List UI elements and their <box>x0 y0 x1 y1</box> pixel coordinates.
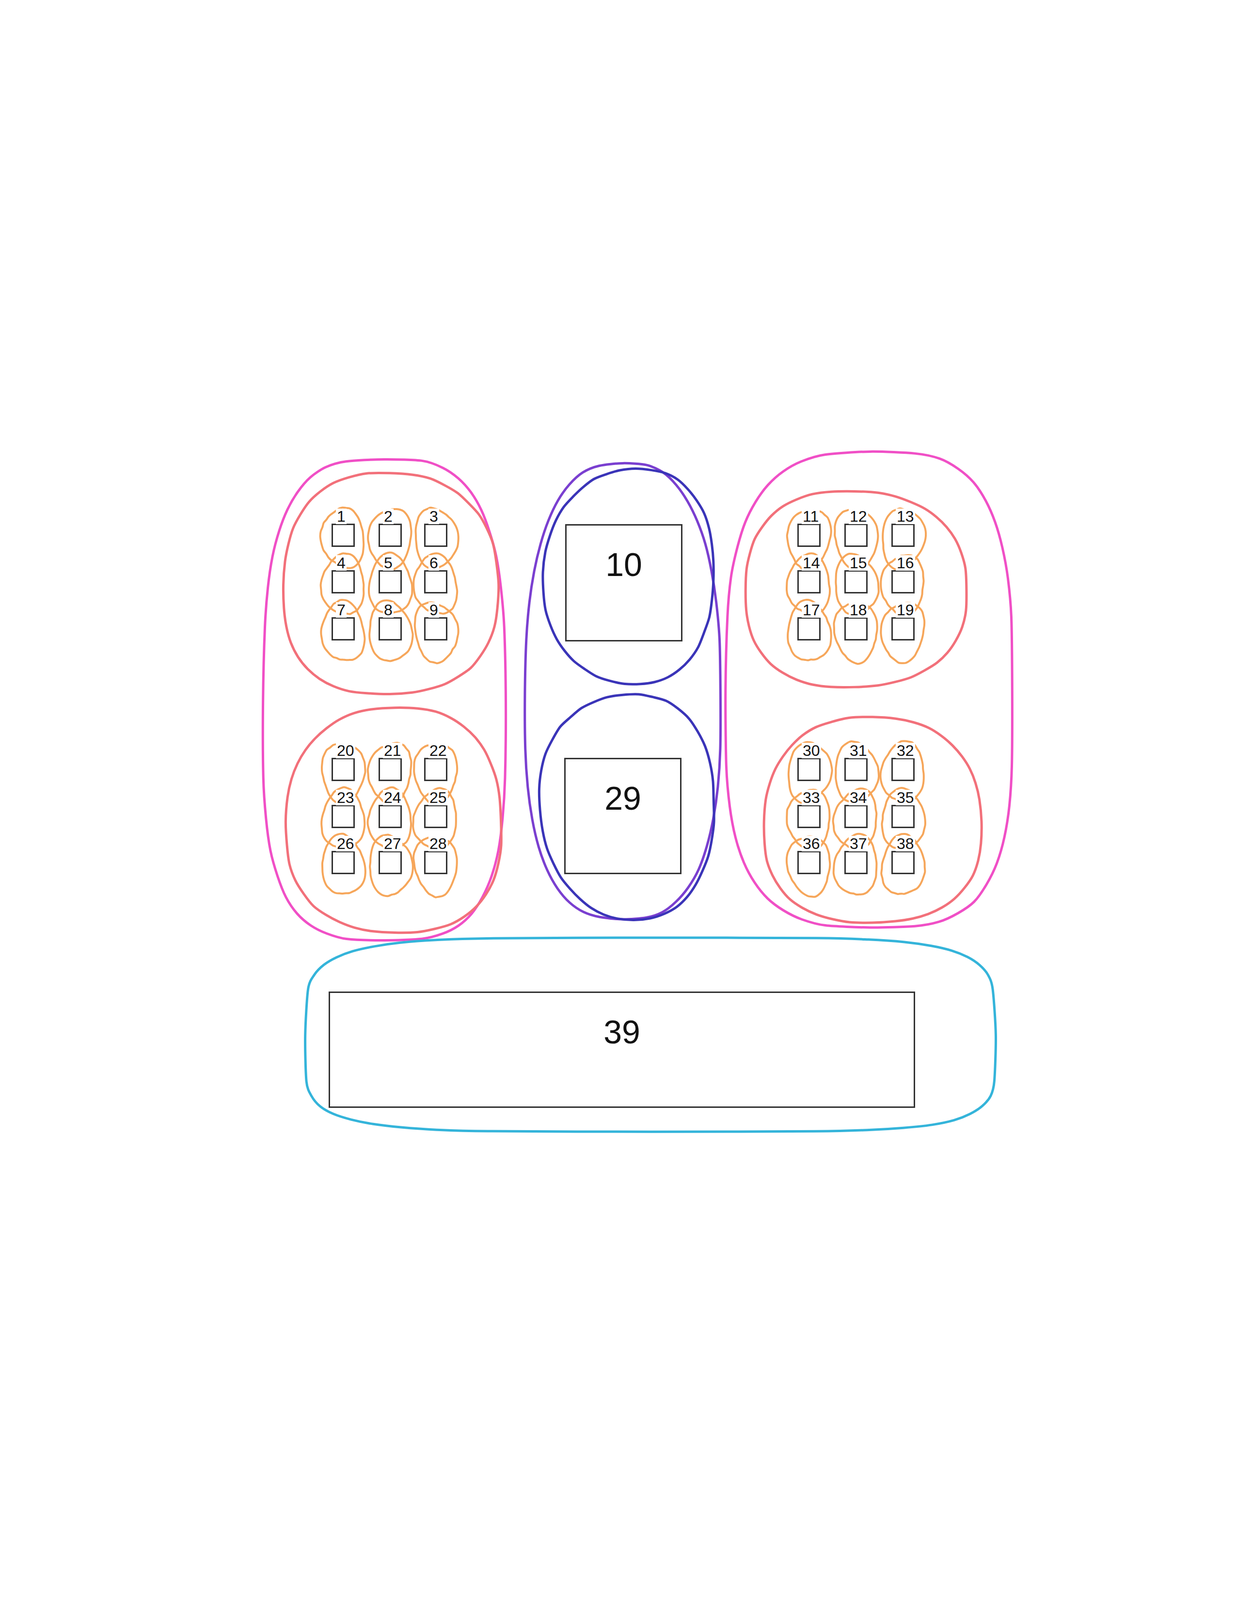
small-box: 33 <box>797 804 821 828</box>
square-loop <box>369 600 413 661</box>
block-loop <box>542 468 714 684</box>
small-box: 2 <box>378 523 402 547</box>
small-box: 15 <box>844 570 868 594</box>
small-box: 27 <box>378 850 402 874</box>
bar-loop <box>305 937 997 1132</box>
small-box: 26 <box>331 850 355 874</box>
small-box: 30 <box>797 757 821 781</box>
small-box: 7 <box>331 617 355 641</box>
group-loop <box>725 451 1013 928</box>
small-box: 38 <box>891 850 915 874</box>
cluster-loop <box>283 473 499 695</box>
box-number: 5 <box>382 554 394 571</box>
large-box: 29 <box>564 757 682 874</box>
box-number: 21 <box>382 742 403 759</box>
small-box: 4 <box>331 570 355 594</box>
box-number: 33 <box>801 789 822 806</box>
box-number: 1 <box>335 508 347 524</box>
column-loop <box>524 462 721 920</box>
small-box: 8 <box>378 617 402 641</box>
square-loop <box>320 599 365 660</box>
square-loop <box>414 602 459 664</box>
small-box: 9 <box>424 617 448 641</box>
square-loop <box>787 599 831 661</box>
box-number: 18 <box>848 602 869 618</box>
box-number: 26 <box>335 835 356 852</box>
box-number: 3 <box>428 508 440 524</box>
box-number: 11 <box>801 508 820 524</box>
square-loop <box>322 833 366 894</box>
box-number: 13 <box>895 508 916 524</box>
box-number: 32 <box>895 742 916 759</box>
small-box: 17 <box>797 617 821 641</box>
box-number: 8 <box>382 602 394 618</box>
cluster-loop <box>763 716 982 923</box>
box-number: 25 <box>428 789 448 806</box>
small-box: 23 <box>331 804 355 828</box>
box-number: 7 <box>335 602 347 618</box>
box-number: 12 <box>848 508 869 524</box>
small-box: 37 <box>844 850 868 874</box>
small-box: 3 <box>424 523 448 547</box>
small-box: 25 <box>424 804 448 828</box>
box-number: 19 <box>895 602 916 618</box>
box-number: 10 <box>605 547 643 581</box>
small-box: 22 <box>424 757 448 781</box>
box-number: 29 <box>604 781 642 815</box>
small-box: 32 <box>891 757 915 781</box>
box-number: 28 <box>428 835 448 852</box>
box-number: 14 <box>801 554 822 571</box>
box-number: 17 <box>801 602 822 618</box>
box-number: 39 <box>603 1014 641 1048</box>
small-box: 6 <box>424 570 448 594</box>
small-box: 1 <box>331 523 355 547</box>
box-number: 34 <box>848 789 869 806</box>
small-box: 5 <box>378 570 402 594</box>
box-number: 9 <box>428 602 440 618</box>
small-box: 36 <box>797 850 821 874</box>
box-number: 15 <box>848 554 869 571</box>
box-number: 36 <box>801 835 822 852</box>
box-number: 35 <box>895 789 916 806</box>
small-box: 28 <box>424 850 448 874</box>
box-number: 24 <box>382 789 403 806</box>
box-number: 6 <box>428 554 440 571</box>
cluster-loop <box>745 491 967 687</box>
box-number: 2 <box>382 508 394 524</box>
small-box: 31 <box>844 757 868 781</box>
square-loop <box>369 834 413 897</box>
small-box: 34 <box>844 804 868 828</box>
box-number: 22 <box>428 742 448 759</box>
small-box: 18 <box>844 617 868 641</box>
cluster-loop <box>285 707 502 933</box>
small-box: 19 <box>891 617 915 641</box>
square-loop <box>881 833 925 894</box>
small-box: 16 <box>891 570 915 594</box>
small-box: 24 <box>378 804 402 828</box>
box-number: 30 <box>801 742 822 759</box>
square-loop <box>833 833 877 895</box>
small-box: 14 <box>797 570 821 594</box>
box-number: 38 <box>895 835 916 852</box>
box-number: 37 <box>848 835 869 852</box>
group-loop <box>262 459 506 940</box>
small-box: 35 <box>891 804 915 828</box>
small-box: 11 <box>797 523 821 547</box>
box-number: 16 <box>895 554 916 571</box>
large-box: 39 <box>328 991 916 1108</box>
small-box: 20 <box>331 757 355 781</box>
box-number: 27 <box>382 835 403 852</box>
block-loop <box>538 694 714 920</box>
small-box: 21 <box>378 757 402 781</box>
box-number: 31 <box>848 742 869 759</box>
box-number: 4 <box>335 554 347 571</box>
box-number: 23 <box>335 789 356 806</box>
large-box: 10 <box>565 523 683 642</box>
box-number: 20 <box>335 742 356 759</box>
small-box: 12 <box>844 523 868 547</box>
small-box: 13 <box>891 523 915 547</box>
